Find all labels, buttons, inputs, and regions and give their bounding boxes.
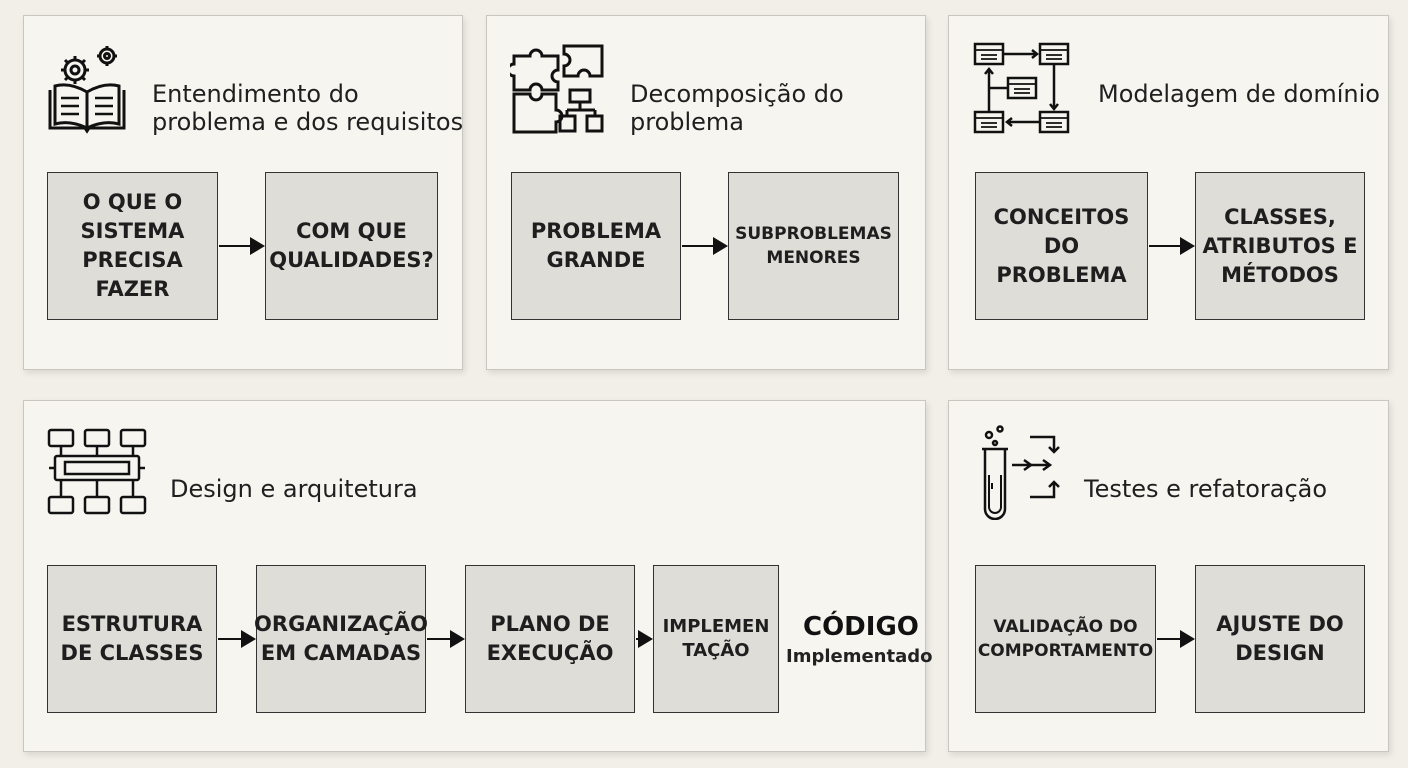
arrow-connector bbox=[218, 630, 256, 648]
arrow-connector bbox=[1149, 237, 1195, 255]
panel-title-decomposicao: Decomposição do problema bbox=[630, 80, 844, 136]
codigo-title: CÓDIGO bbox=[803, 612, 919, 642]
arrow-connector bbox=[219, 237, 265, 255]
arrow-connector bbox=[682, 237, 728, 255]
test-tube-refactor-icon bbox=[982, 425, 1060, 520]
puzzle-hierarchy-icon bbox=[510, 44, 604, 134]
codigo-subtitle: Implementado bbox=[786, 646, 933, 667]
arrow-connector bbox=[636, 630, 653, 648]
gears-book-icon bbox=[48, 46, 126, 134]
panel-title-testes: Testes e refatoração bbox=[1084, 475, 1328, 503]
arrow-connector bbox=[427, 630, 465, 648]
class-diagram-icon bbox=[973, 42, 1070, 134]
panel-title-design: Design e arquitetura bbox=[170, 475, 418, 503]
arrow-connector bbox=[1157, 630, 1195, 648]
architecture-icon bbox=[47, 428, 147, 515]
panel-title-entendimento: Entendimento do problema e dos requisito… bbox=[152, 80, 464, 136]
panel-title-modelagem: Modelagem de domínio bbox=[1098, 80, 1380, 108]
